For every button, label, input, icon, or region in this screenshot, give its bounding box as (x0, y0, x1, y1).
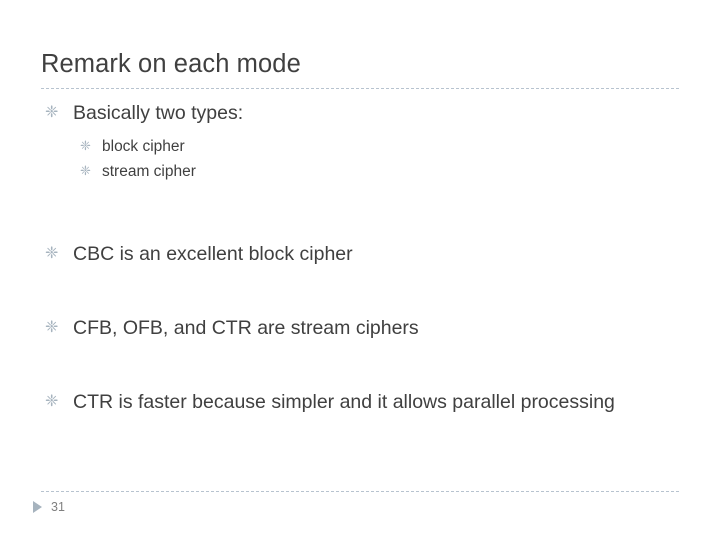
list-item: ❈ CTR is faster because simpler and it a… (41, 389, 686, 415)
triangle-icon (33, 501, 42, 513)
slide-footer: 31 (33, 500, 65, 514)
spacer (41, 341, 686, 389)
title-divider (41, 88, 679, 89)
page-number: 31 (51, 500, 65, 514)
spacer (41, 267, 686, 315)
footer-divider (41, 491, 679, 492)
sub-list: ❈ block cipher ❈ stream cipher (41, 134, 686, 184)
list-item: ❈ Basically two types: (41, 100, 686, 126)
bullet-marker-icon: ❈ (45, 245, 59, 262)
spacer (41, 184, 686, 241)
list-item-label: block cipher (102, 138, 185, 155)
list-item: ❈ block cipher (78, 134, 686, 159)
bullet-marker-icon: ❈ (45, 393, 59, 410)
slide-body: ❈ Basically two types: ❈ block cipher ❈ … (41, 100, 686, 415)
sub-bullet-marker-icon: ❈ (80, 138, 91, 153)
list-item-label: CTR is faster because simpler and it all… (73, 391, 615, 413)
sub-bullet-marker-icon: ❈ (80, 163, 91, 178)
list-item-label: stream cipher (102, 163, 196, 180)
list-item: ❈ CBC is an excellent block cipher (41, 241, 686, 267)
bullet-marker-icon: ❈ (45, 104, 59, 121)
list-item-label: CFB, OFB, and CTR are stream ciphers (73, 317, 419, 339)
list-item: ❈ stream cipher (78, 159, 686, 184)
list-item-label: Basically two types: (73, 102, 244, 124)
list-item-label: CBC is an excellent block cipher (73, 243, 353, 265)
page-title: Remark on each mode (41, 50, 301, 78)
bullet-marker-icon: ❈ (45, 319, 59, 336)
list-item: ❈ CFB, OFB, and CTR are stream ciphers (41, 315, 686, 341)
